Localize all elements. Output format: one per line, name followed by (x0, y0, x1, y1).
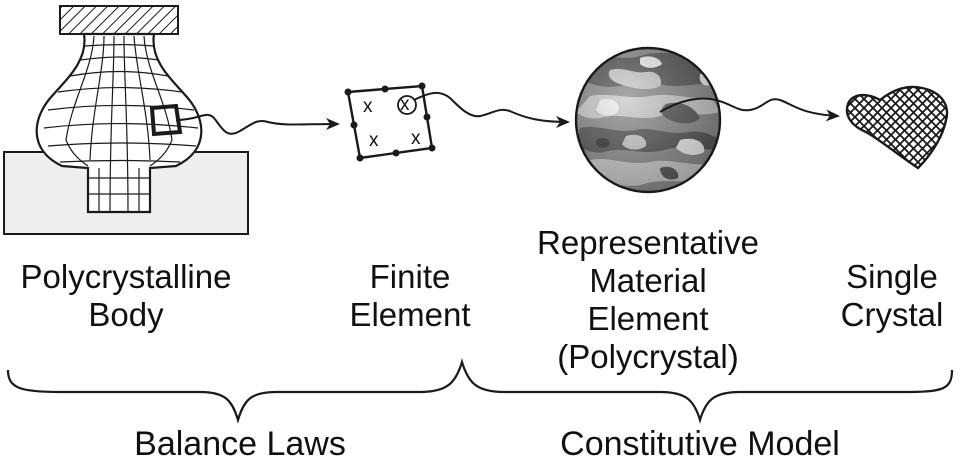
integration-point-circle (397, 95, 417, 115)
finite-element-figure (344, 82, 436, 162)
connector-3 (659, 97, 840, 122)
label-balance-laws: Balance Laws (134, 425, 346, 463)
connector-1 (175, 113, 340, 135)
label-line: Crystal (840, 296, 944, 333)
integration-mark-3: x (369, 130, 379, 151)
label-line: Body (88, 296, 164, 333)
polycrystalline-body-figure (3, 5, 249, 235)
label-polycrystalline-body: Polycrystalline Body (0, 258, 252, 334)
label-line: Element (587, 300, 709, 337)
highlighted-cell (149, 103, 183, 137)
label-constitutive-model: Constitutive Model (560, 425, 840, 463)
label-single-crystal: Single Crystal (830, 258, 954, 334)
polycrystal-sphere (574, 46, 722, 194)
curly-brace (6, 358, 954, 424)
label-line: Finite (369, 258, 451, 295)
integration-mark-4: x (411, 128, 421, 149)
label-line: Material (589, 262, 707, 299)
top-platen (59, 5, 179, 35)
integration-mark-1: x (363, 96, 373, 117)
label-line: Single (846, 258, 938, 295)
connector-2 (413, 92, 570, 128)
label-line: (Polycrystal) (557, 338, 739, 375)
integration-mark-2: x (400, 94, 410, 115)
label-line: Element (349, 296, 471, 333)
label-line: Representative (537, 224, 759, 261)
label-line: Polycrystalline (20, 258, 232, 295)
label-finite-element: Finite Element (330, 258, 490, 334)
single-crystal-figure (845, 85, 949, 170)
label-representative-material-element: Representative Material Element (Polycry… (520, 224, 776, 376)
